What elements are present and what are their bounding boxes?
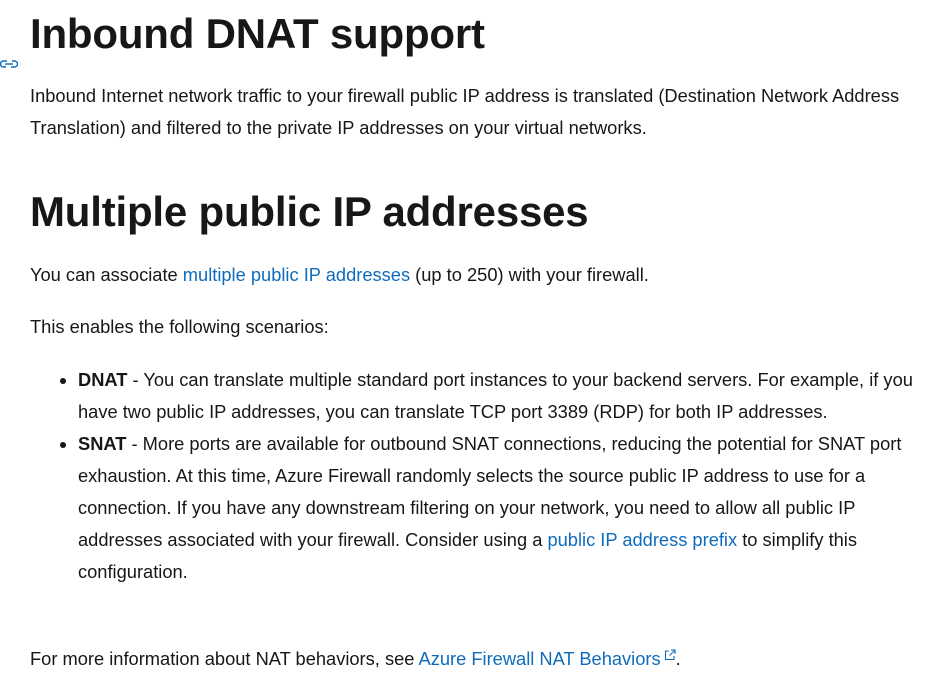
scenarios-lead: This enables the following scenarios: — [30, 316, 329, 337]
associate-paragraph: You can associate multiple public IP add… — [30, 259, 649, 291]
heading-multiple-public-ips: Multiple public IP addresses — [30, 188, 589, 235]
text: - More ports are available for outbound … — [78, 433, 902, 550]
text: - You can translate multiple standard po… — [78, 369, 913, 422]
text: For more information about NAT behaviors… — [30, 648, 419, 669]
nat-behaviors-link[interactable]: Azure Firewall NAT Behaviors — [419, 648, 676, 669]
link-text: Azure Firewall NAT Behaviors — [418, 648, 661, 669]
list-item-snat: SNAT - More ports are available for outb… — [78, 428, 918, 588]
multiple-public-ip-link[interactable]: multiple public IP addresses — [182, 264, 411, 285]
public-ip-prefix-link[interactable]: public IP address prefix — [547, 529, 738, 550]
text: . — [675, 648, 681, 669]
heading-anchor-link-icon[interactable] — [0, 33, 19, 68]
scenario-list: DNAT - You can translate multiple standa… — [30, 364, 918, 588]
text: You can associate — [30, 264, 183, 285]
text: (up to 250) with your firewall. — [410, 264, 649, 285]
more-info-paragraph: For more information about NAT behaviors… — [30, 639, 681, 675]
heading-inbound-dnat: Inbound DNAT support — [0, 9, 485, 68]
external-link-icon — [664, 639, 676, 661]
term: SNAT — [78, 433, 127, 454]
inbound-dnat-description: Inbound Internet network traffic to your… — [30, 85, 900, 138]
list-item-dnat: DNAT - You can translate multiple standa… — [78, 364, 918, 428]
term: DNAT — [78, 369, 128, 390]
heading-text: Inbound DNAT support — [30, 10, 485, 57]
text: to simplify this configuration. — [78, 529, 858, 582]
